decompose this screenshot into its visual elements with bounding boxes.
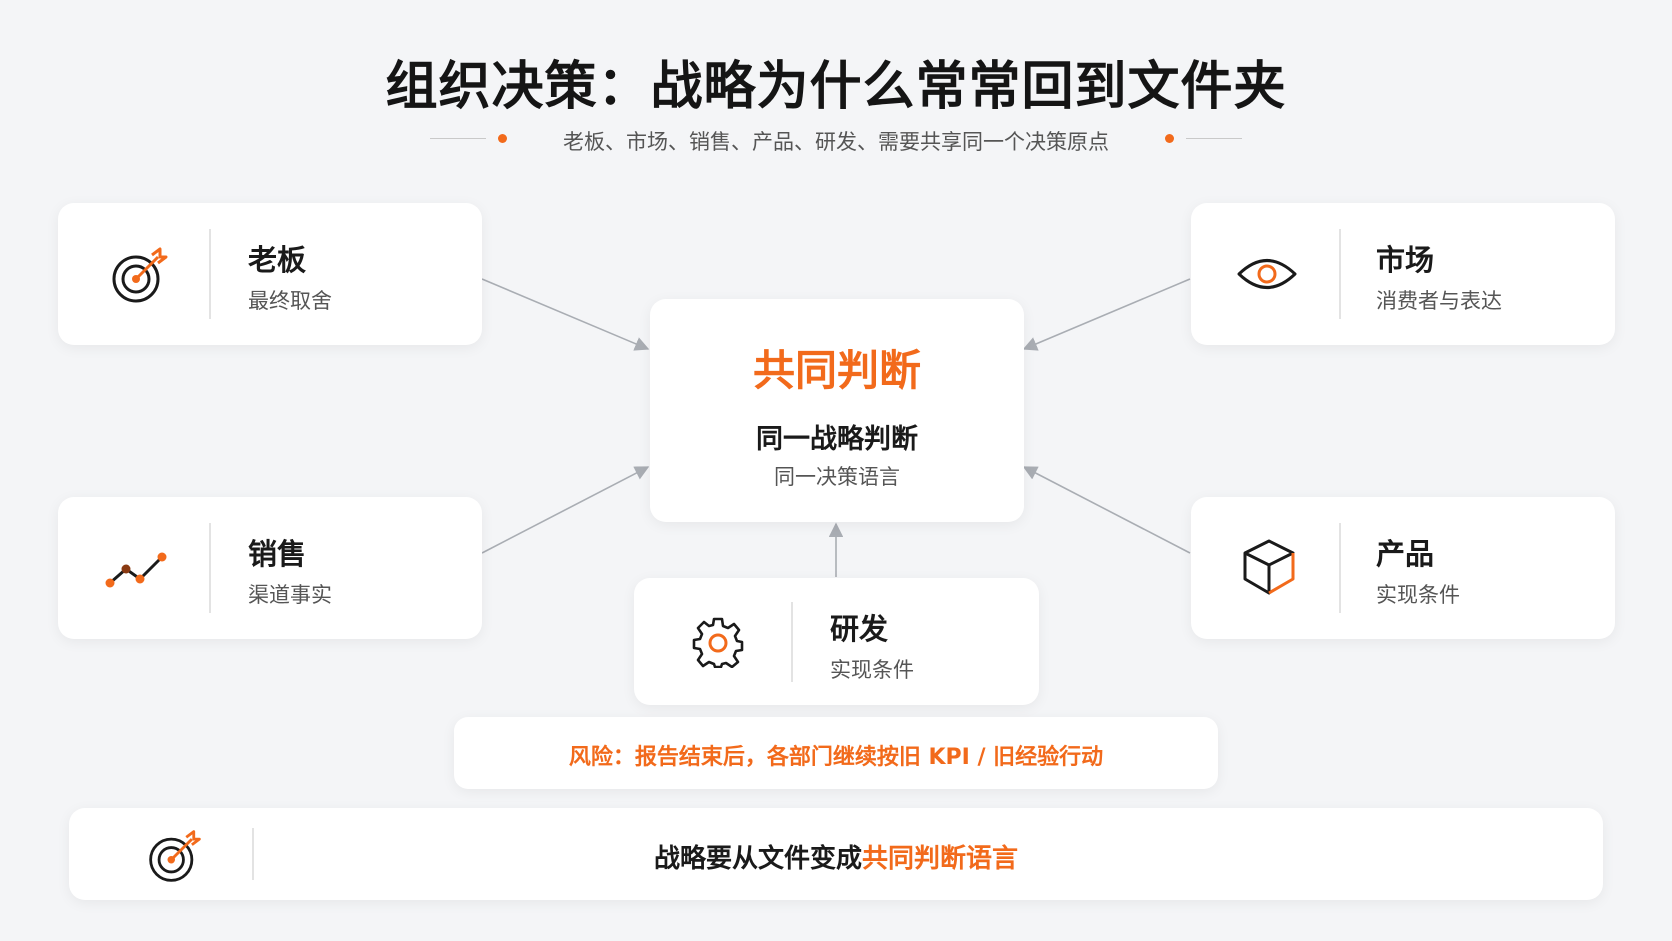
node-title-rnd: 研发	[830, 612, 889, 646]
footer-text-highlight: 共同判断语言	[862, 844, 1019, 874]
center-title: 共同判断	[752, 346, 921, 395]
page-title: 组织决策：战略为什么常常回到文件夹	[385, 57, 1287, 117]
subtitle-left-line	[430, 138, 486, 139]
node-subtitle-rnd: 实现条件	[830, 658, 914, 682]
node-subtitle-product: 实现条件	[1376, 583, 1460, 607]
node-card-sales: 销售 渠道事实	[58, 497, 482, 639]
node-title-sales: 销售	[248, 537, 307, 571]
subtitle-right-line	[1186, 138, 1242, 139]
risk-banner: 风险：报告结束后，各部门继续按旧 KPI / 旧经验行动	[454, 717, 1218, 789]
card-divider	[1339, 523, 1341, 613]
node-subtitle-sales: 渠道事实	[248, 583, 332, 607]
node-subtitle-market: 消费者与表达	[1376, 289, 1502, 313]
card-divider	[209, 229, 211, 319]
cube-icon	[1241, 537, 1297, 601]
page-subtitle: 老板、市场、销售、产品、研发、需要共享同一个决策原点	[563, 130, 1109, 154]
footer-divider	[252, 828, 254, 880]
risk-text: 风险：报告结束后，各部门继续按旧 KPI / 旧经验行动	[568, 745, 1104, 770]
card-divider	[209, 523, 211, 613]
arrow-market-to-center	[1022, 278, 1191, 351]
target-icon	[108, 243, 172, 311]
center-card: 共同判断 同一战略判断 同一决策语言	[650, 299, 1024, 522]
footer-banner: 战略要从文件变成共同判断语言	[69, 808, 1603, 900]
gear-icon	[692, 616, 744, 672]
arrow-boss-to-center	[481, 278, 650, 351]
trend-line-icon	[104, 543, 174, 597]
node-subtitle-boss: 最终取舍	[248, 289, 332, 313]
footer-text-plain: 战略要从文件变成	[653, 844, 862, 874]
card-divider	[1339, 229, 1341, 319]
center-line-strategy: 同一战略判断	[756, 424, 918, 455]
subtitle-row: 老板、市场、销售、产品、研发、需要共享同一个决策原点	[0, 124, 1672, 154]
arrow-sales-to-center	[481, 466, 650, 554]
eye-icon	[1235, 249, 1299, 303]
subtitle-right-dot	[1165, 134, 1174, 143]
center-line-language: 同一决策语言	[774, 465, 900, 489]
footer-text: 战略要从文件变成共同判断语言	[69, 838, 1603, 875]
node-card-product: 产品 实现条件	[1191, 497, 1615, 639]
node-card-rnd: 研发 实现条件	[634, 578, 1039, 705]
node-card-market: 市场 消费者与表达	[1191, 203, 1615, 345]
arrow-product-to-center	[1022, 466, 1191, 554]
node-title-market: 市场	[1376, 243, 1435, 277]
node-card-boss: 老板 最终取舍	[58, 203, 482, 345]
node-title-product: 产品	[1376, 537, 1435, 571]
target-icon	[145, 826, 205, 890]
card-divider	[791, 602, 793, 682]
node-title-boss: 老板	[248, 243, 307, 277]
subtitle-left-dot	[498, 134, 507, 143]
